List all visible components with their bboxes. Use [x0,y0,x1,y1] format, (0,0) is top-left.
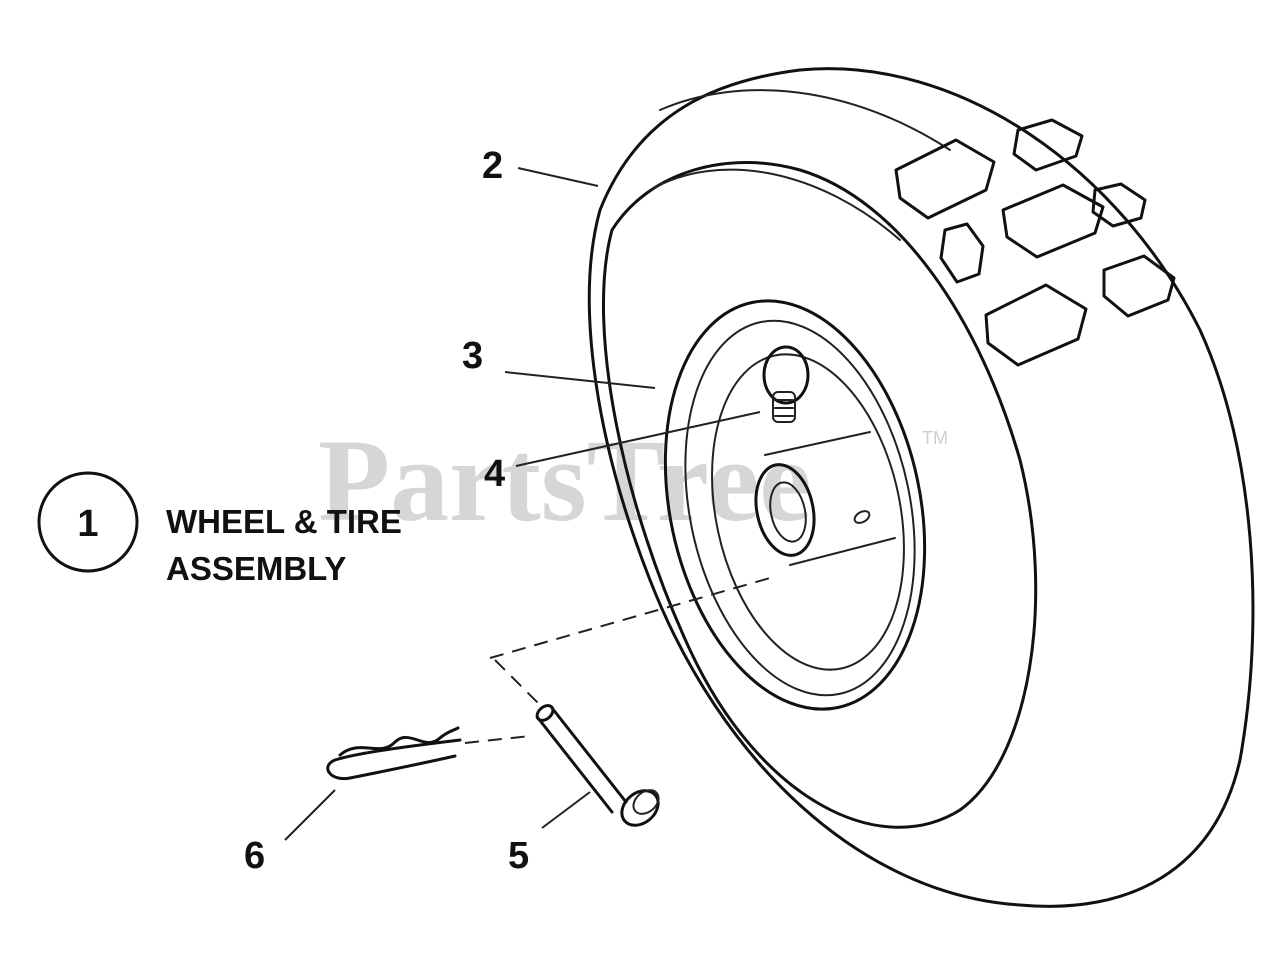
leader-4 [515,411,761,467]
clevis-pin-head [620,789,660,827]
leader-2 [517,167,599,187]
watermark-trademark: TM [922,428,948,448]
clip-dash-line [464,735,531,744]
callout-4: 4 [484,453,505,495]
clevis-pin-tip [535,704,555,722]
hub-bore-inner [769,481,807,543]
callout-5: 5 [508,835,529,877]
rim [663,299,927,711]
assembly-title-line-2: ASSEMBLY [166,550,346,587]
valve-stem-base [762,345,810,405]
tread-lug [939,222,985,284]
hairpin-clip [326,726,462,781]
axle-dash-line [489,577,771,659]
valve-stem [762,345,810,423]
rim-axle-line-upper [764,431,871,456]
valve-stem-ribs [774,399,794,417]
tire-outer-edge [587,67,1255,908]
leader-lines [284,167,761,841]
watermark: PartsTree TM [318,415,948,546]
rim-outer [663,299,927,711]
tread-lug [1091,182,1147,228]
tire-tread-lugs [894,118,1176,367]
tire-tread-shoulder [659,89,951,151]
hairpin-clip-loop [326,738,462,781]
rim-axle-line-lower [789,537,896,566]
assembly-title-line-1: WHEEL & TIRE [166,503,402,540]
rim-flange [684,319,916,697]
rim-well [711,353,905,671]
clevis-pin-shaft [536,706,628,814]
assembly-number: 1 [77,503,98,545]
pin-dash-line [494,659,541,706]
tire-inner-sidewall [601,161,1038,829]
tread-lug [894,138,996,220]
hairpin-clip-wave [338,726,460,757]
assembly-label: 1 WHEEL & TIRE ASSEMBLY [37,471,402,587]
axle-hole [853,510,871,524]
clevis-pin-head-face [632,789,660,815]
tread-lug [1102,254,1176,318]
callout-2: 2 [482,145,503,187]
valve-stem-body [772,391,796,423]
tread-lug [1001,183,1105,259]
leader-3 [504,371,656,389]
tire-sidewall-line [649,168,901,241]
tread-lug [1012,118,1084,172]
assembly-lines [464,577,771,744]
watermark-text: PartsTree [318,415,812,546]
assembly-number-circle [37,471,139,573]
tire [587,67,1255,908]
hub-bore [754,463,816,557]
leader-6 [284,789,336,841]
callout-numbers: 2 3 4 5 6 [244,145,529,877]
tread-lug [984,283,1088,367]
callout-3: 3 [462,335,483,377]
clevis-pin [535,704,660,827]
callout-6: 6 [244,835,265,877]
leader-5 [541,791,591,829]
